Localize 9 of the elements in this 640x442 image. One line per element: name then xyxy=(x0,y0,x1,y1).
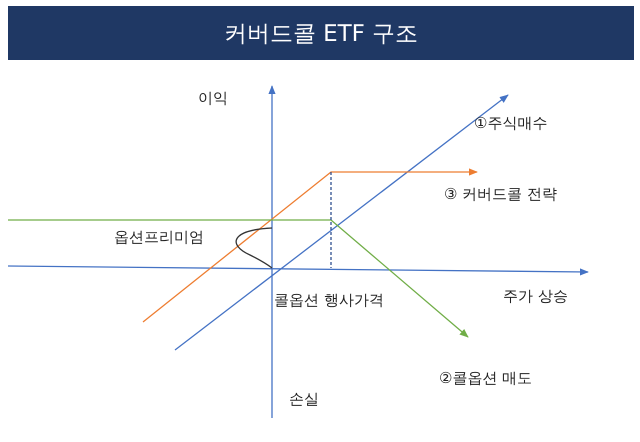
axis-label: 콜옵션 행사가격 xyxy=(274,291,384,310)
axis-label: ②콜옵션 매도 xyxy=(439,369,532,388)
axis-label: 이익 xyxy=(198,89,228,108)
axis-label: 옵션프리미엄 xyxy=(114,228,204,247)
axis-label: ①주식매수 xyxy=(474,114,548,133)
axis-label: ③ 커버드콜 전략 xyxy=(444,185,557,204)
axis-label: 손실 xyxy=(289,390,319,409)
title-banner: 커버드콜 ETF 구조 xyxy=(8,6,634,60)
axis-label: 주가 상승 xyxy=(503,287,568,306)
